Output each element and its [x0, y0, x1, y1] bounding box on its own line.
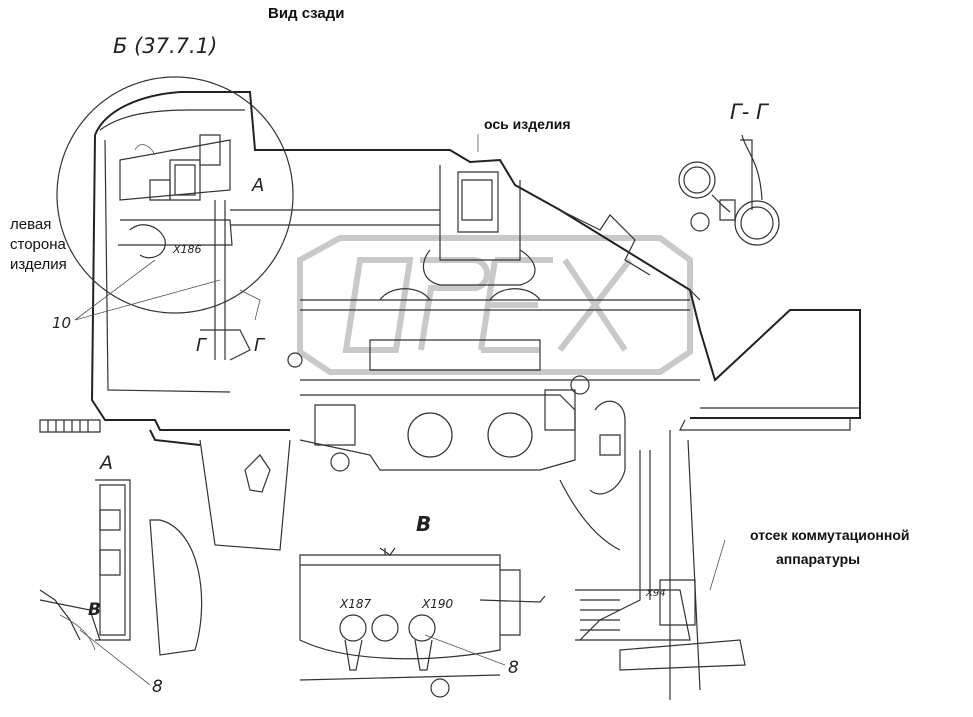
rear-housing: [199, 430, 746, 700]
connector-x186-label: X186: [173, 243, 202, 256]
view-v-small-mark: В: [88, 600, 101, 620]
connector-x187-label: X187: [340, 597, 372, 611]
section-gg-detail: [678, 134, 780, 246]
left-side-callout-line2: сторона: [10, 236, 66, 253]
connector-x190-label: X190: [422, 597, 454, 611]
view-b-label: Б (37.7.1): [113, 34, 218, 58]
section-g-right-mark: Г: [254, 335, 265, 356]
left-side-callout-line1: левая: [10, 216, 52, 233]
running-gear: [287, 288, 626, 495]
left-side-callout-line3: изделия: [10, 256, 67, 273]
section-g-left-mark: Г: [196, 335, 207, 356]
item-8-left-number: 8: [152, 677, 163, 697]
opex-watermark-logo: [297, 235, 693, 375]
leader-lines: [74, 134, 726, 686]
view-a-detail: [39, 479, 203, 656]
axis-callout: ось изделия: [484, 116, 571, 132]
view-a-label: А: [100, 452, 113, 474]
item-10-number: 10: [52, 314, 72, 332]
view-b-detail: [56, 76, 294, 361]
item-8-right-number: 8: [508, 658, 519, 678]
view-v-detail: [299, 547, 546, 698]
connector-x94-label: X94: [646, 588, 666, 599]
title: Вид сзади: [268, 5, 345, 22]
section-gg-label: Г- Г: [730, 100, 768, 124]
view-a-main-mark: А: [252, 175, 265, 196]
compartment-callout-line2: аппаратуры: [776, 551, 861, 567]
hull-outline: [39, 91, 861, 446]
compartment-callout-line1: отсек коммутационной: [750, 527, 910, 543]
view-v-label: В: [416, 512, 432, 536]
